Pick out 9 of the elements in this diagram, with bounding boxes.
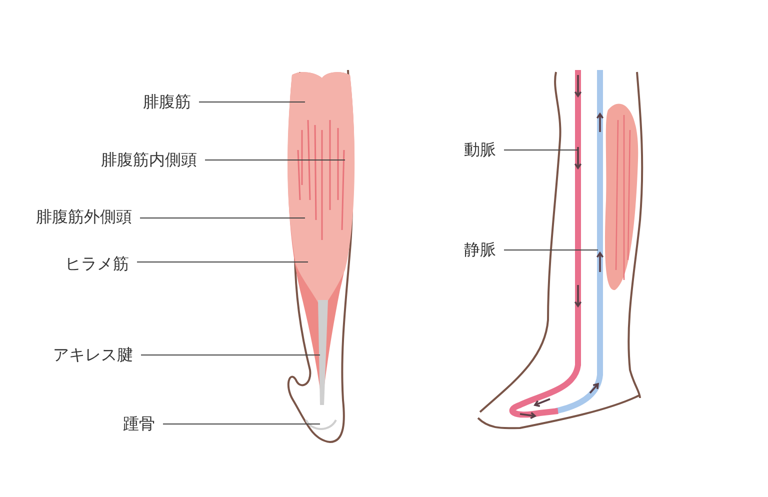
part-label: アキレス腱 xyxy=(53,345,133,365)
leader-line xyxy=(140,354,320,356)
part-label: 腓腹筋 xyxy=(143,92,191,112)
part-label: 腓腹筋内側頭 xyxy=(101,150,197,170)
part-label: ヒラメ筋 xyxy=(65,254,129,274)
part-label: 動脈 xyxy=(464,140,496,160)
part-label: 踵骨 xyxy=(123,414,155,434)
part-label: 腓腹筋外側頭 xyxy=(36,207,132,227)
part-label: 静脈 xyxy=(464,240,496,260)
